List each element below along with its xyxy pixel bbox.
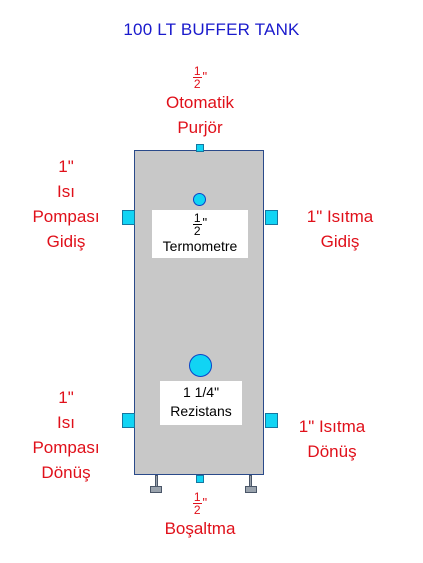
top-port-label: 1 2 " Otomatik Purjör xyxy=(140,64,260,140)
thermometer-label: 1 2 " Termometre xyxy=(152,210,248,258)
top-fraction: 1 2 xyxy=(192,63,202,91)
right-bottom-label: 1" Isıtma Dönüş xyxy=(298,417,366,461)
left-top-label: 1" Isı Pompası Gidiş xyxy=(32,157,100,251)
left-foot xyxy=(150,486,162,493)
right-top-port xyxy=(265,210,278,225)
top-port-size: 1 2 " xyxy=(192,63,208,91)
thermometer-port xyxy=(193,193,206,206)
right-top-label: 1" Isıtma Gidiş xyxy=(306,207,374,251)
top-port-line2: Purjör xyxy=(177,117,223,137)
heater-port xyxy=(189,354,212,377)
heater-label: 1 1/4" Rezistans xyxy=(160,381,242,425)
bottom-fraction: 1 2 xyxy=(192,489,202,517)
right-bottom-port xyxy=(265,413,278,428)
left-bottom-port xyxy=(122,413,135,428)
diagram-title: 100 LT BUFFER TANK xyxy=(123,20,300,39)
thermo-fraction: 1 2 xyxy=(192,211,202,238)
top-vent-port xyxy=(196,144,204,152)
bottom-drain-label: 1 2 " Boşaltma xyxy=(164,489,236,538)
left-top-port xyxy=(122,210,135,225)
right-foot xyxy=(245,486,257,493)
bottom-drain-port xyxy=(196,475,204,483)
left-bottom-label: 1" Isı Pompası Dönüş xyxy=(32,388,100,482)
top-port-line1: Otomatik xyxy=(165,92,235,112)
